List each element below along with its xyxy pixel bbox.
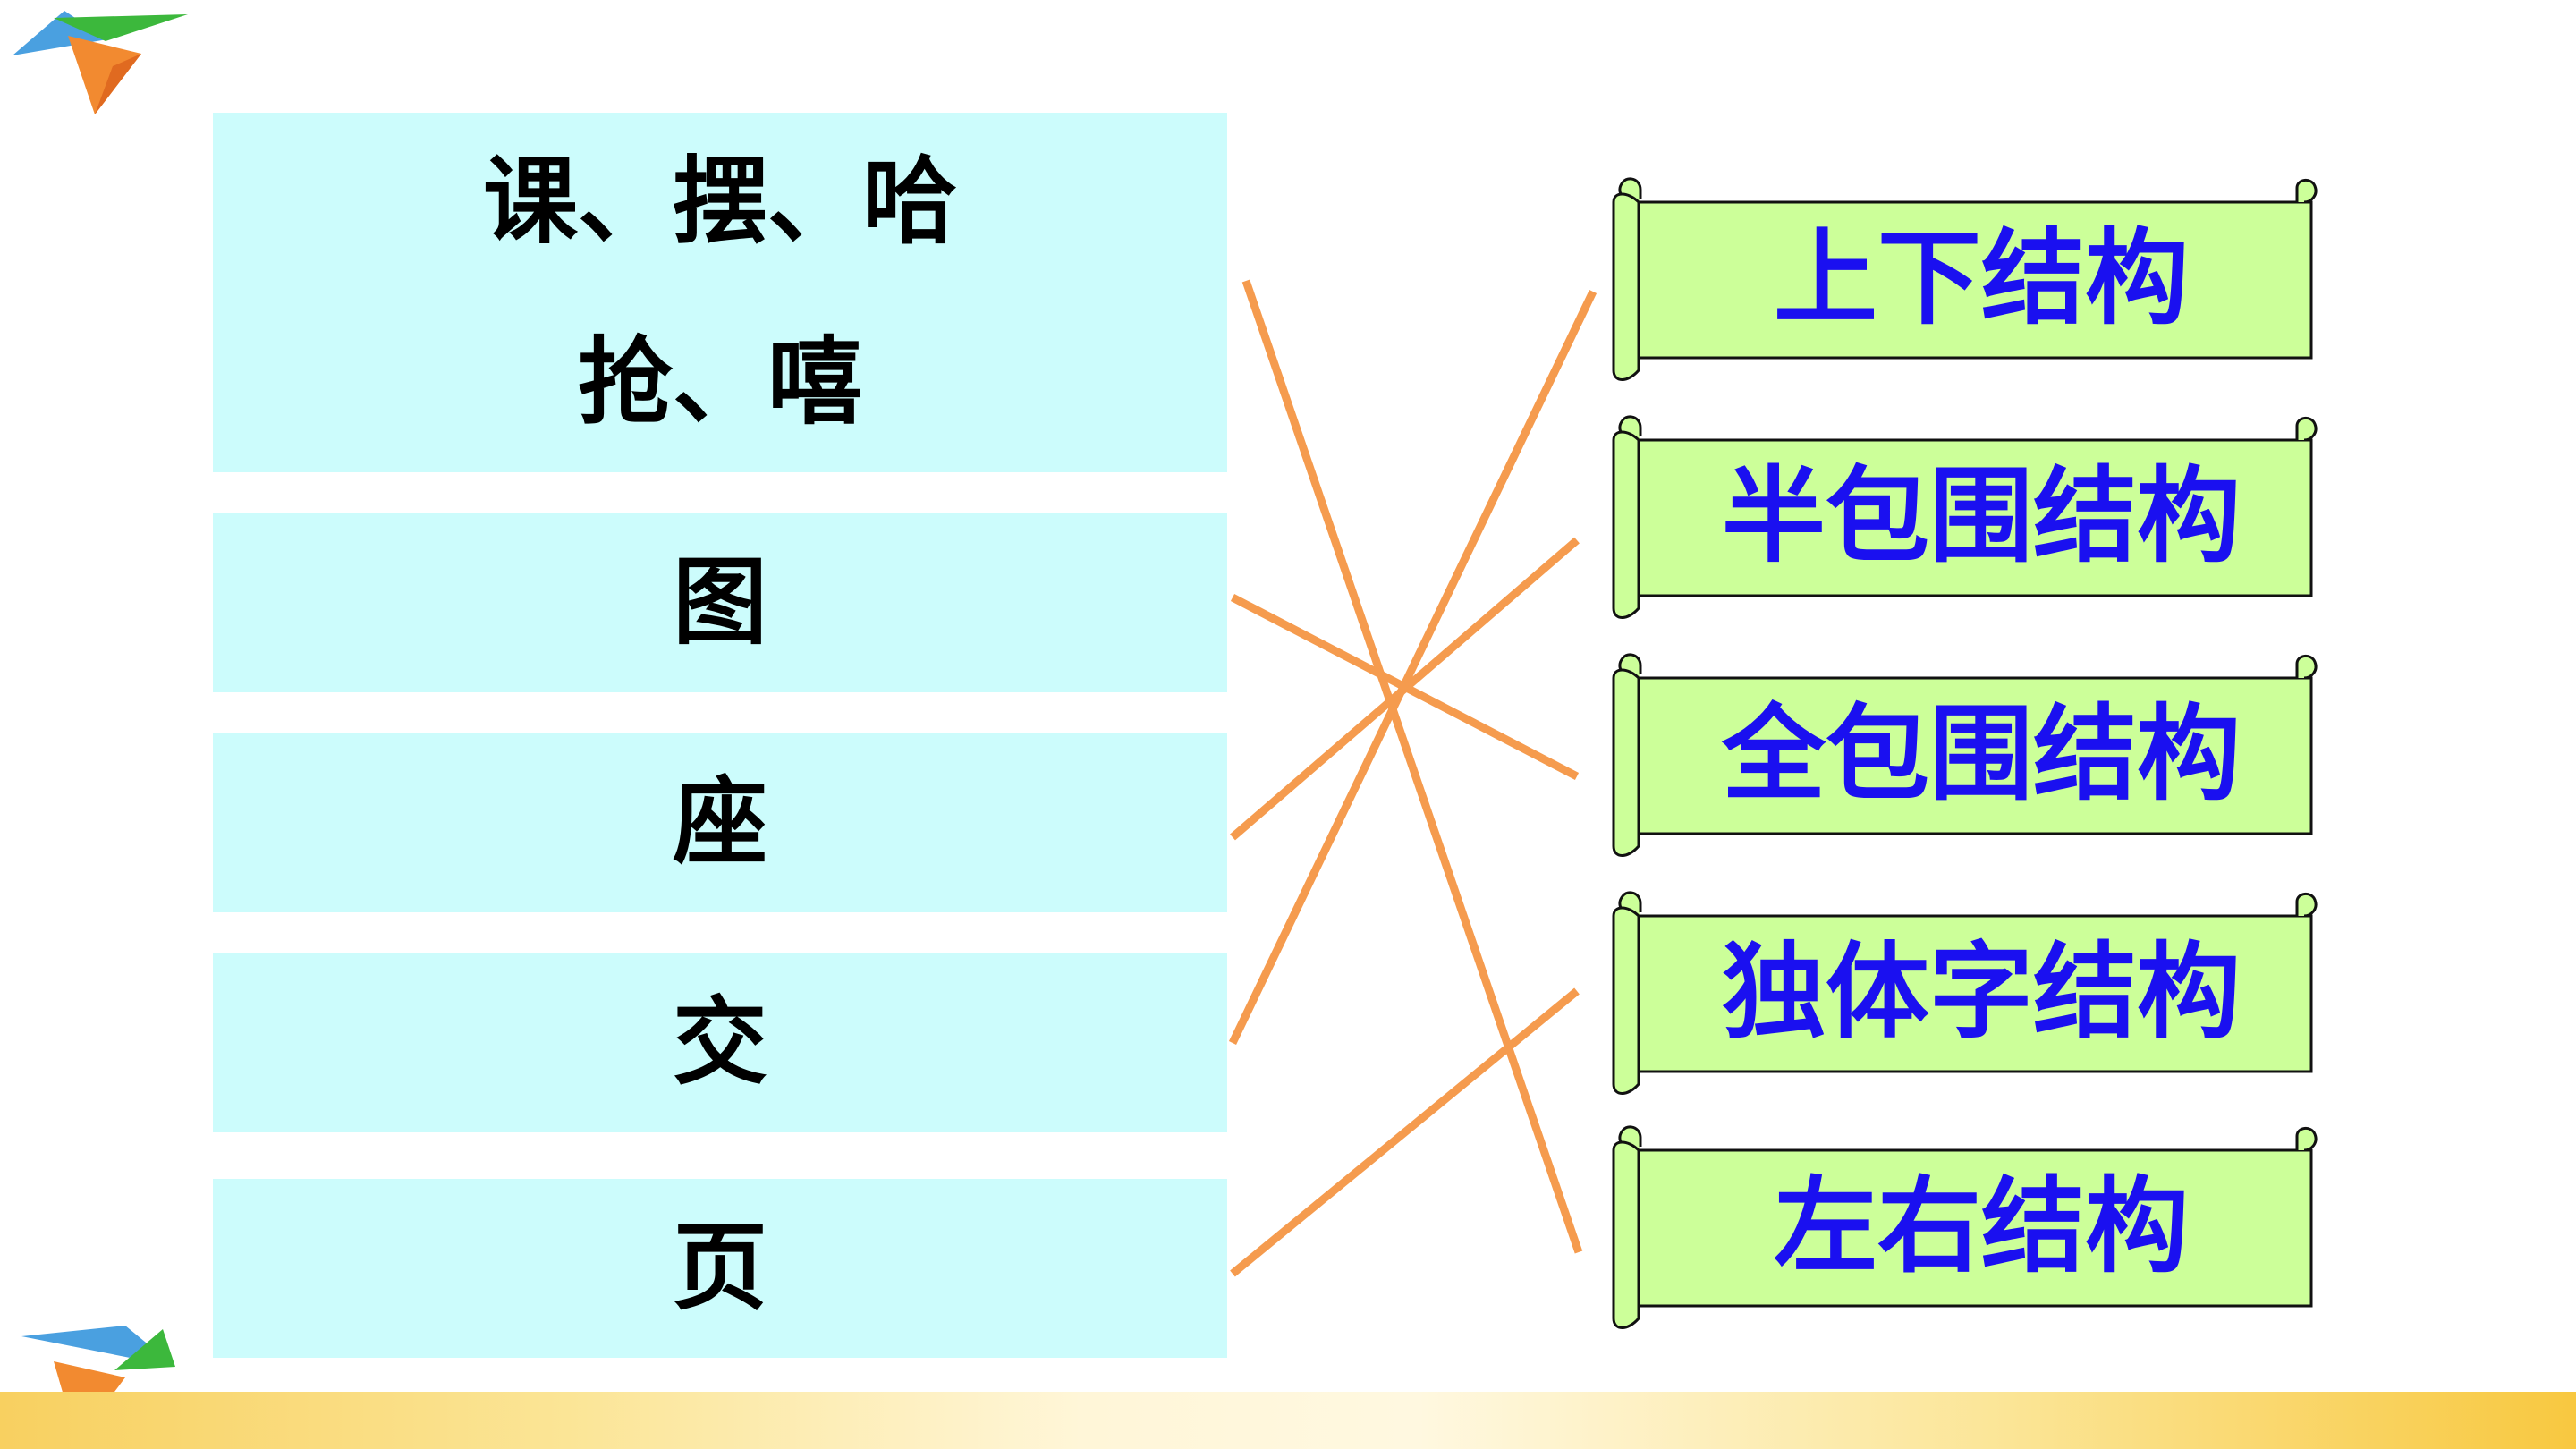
right-item-5[interactable]: 左右结构	[1610, 1123, 2326, 1329]
scroll-banner-icon	[1612, 177, 2318, 381]
connector-line-1	[1241, 279, 1583, 1254]
left-item-3-label: 座	[673, 767, 767, 877]
left-item-2[interactable]: 图	[213, 513, 1227, 692]
right-item-2[interactable]: 半包围结构	[1610, 413, 2326, 619]
left-item-1[interactable]: 课、摆、哈 抢、嘻	[213, 113, 1227, 472]
left-item-4[interactable]: 交	[213, 953, 1227, 1132]
left-item-5[interactable]: 页	[213, 1179, 1227, 1358]
right-item-4[interactable]: 独体字结构	[1610, 889, 2326, 1095]
scroll-banner-icon	[1612, 415, 2318, 619]
right-item-1-label: 上下结构	[1774, 218, 2189, 339]
top-left-bird-icon	[13, 11, 188, 114]
left-item-5-label: 页	[673, 1213, 767, 1323]
right-item-2-label: 半包围结构	[1722, 456, 2241, 577]
right-item-1[interactable]: 上下结构	[1610, 175, 2326, 381]
left-item-2-label: 图	[673, 547, 767, 657]
scroll-banner-icon	[1612, 653, 2318, 857]
scroll-banner-icon	[1612, 891, 2318, 1095]
left-item-1-line-1: 课、摆、哈	[483, 147, 957, 257]
right-item-3[interactable]: 全包围结构	[1610, 651, 2326, 857]
left-item-4-label: 交	[673, 987, 767, 1097]
right-item-5-label: 左右结构	[1774, 1166, 2189, 1287]
bottom-color-band	[0, 1392, 2576, 1449]
scroll-banner-icon	[1612, 1125, 2318, 1329]
left-item-3[interactable]: 座	[213, 733, 1227, 912]
connector-line-4	[1228, 290, 1597, 1045]
left-item-1-line-2: 抢、嘻	[578, 327, 862, 437]
connector-line-5	[1230, 987, 1580, 1277]
right-item-3-label: 全包围结构	[1722, 694, 2241, 815]
right-item-4-label: 独体字结构	[1722, 932, 2241, 1053]
